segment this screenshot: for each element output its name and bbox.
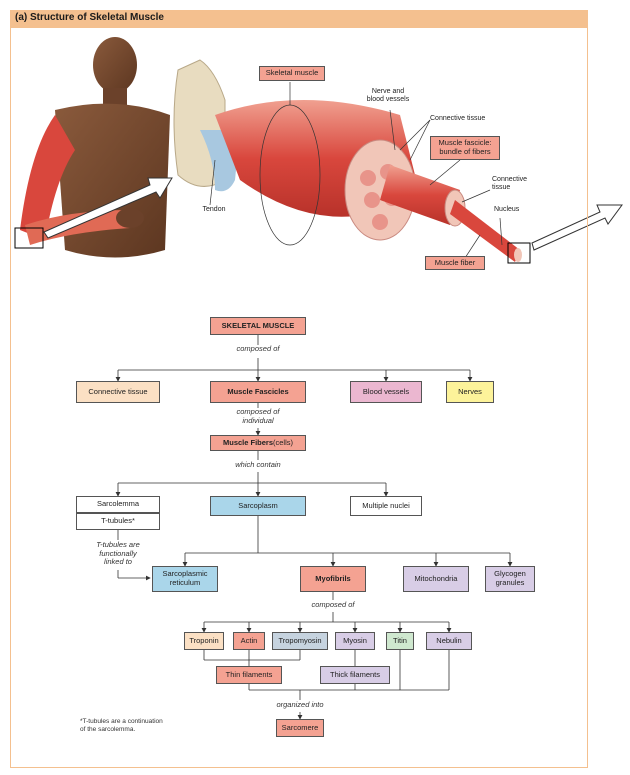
node-sarcoplasmic-reticulum: Sarcoplasmic reticulum (152, 566, 218, 592)
node-sarcoplasm: Sarcoplasm (210, 496, 306, 516)
node-connective-tissue: Connective tissue (76, 381, 160, 403)
text-composed-of-individual: composed of individual (236, 407, 280, 425)
node-myofibrils: Myofibrils (300, 566, 366, 592)
arm-callout-box (14, 227, 44, 249)
label-connective-tissue-1: Connective tissue (430, 115, 486, 122)
node-blood-vessels: Blood vessels (350, 381, 422, 403)
node-t-tubules: T-tubules* (76, 513, 160, 530)
label-nucleus: Nucleus (494, 206, 520, 213)
node-sarcolemma: Sarcolemma (76, 496, 160, 513)
node-thin-filaments: Thin filaments (216, 666, 282, 684)
text-composed-of-2: composed of (311, 600, 355, 609)
muscle-illustration (14, 37, 623, 264)
label-nerve-vessels: Nerve and blood vessels (366, 88, 410, 104)
node-titin: Titin (386, 632, 414, 650)
text-organized-into: organized into (276, 700, 324, 709)
node-nerves: Nerves (446, 381, 494, 403)
footnote: *T-tubules are a continuation of the sar… (80, 718, 163, 733)
node-nebulin: Nebulin (426, 632, 472, 650)
node-mitochondria: Mitochondria (403, 566, 469, 592)
label-muscle-fiber: Muscle fiber (425, 256, 485, 270)
zoom-arrow (43, 177, 173, 239)
node-skeletal-muscle: SKELETAL MUSCLE (210, 317, 306, 335)
label-skeletal-muscle: Skeletal muscle (259, 66, 325, 81)
node-sarcomere: Sarcomere (276, 719, 324, 737)
node-thick-filaments: Thick filaments (320, 666, 390, 684)
fiber-arrow (531, 204, 623, 251)
figure-header: (a) Structure of Skeletal Muscle (10, 10, 588, 28)
node-tropomyosin: Tropomyosin (272, 632, 328, 650)
node-myosin: Myosin (335, 632, 375, 650)
muscle-fibers-label: Muscle Fibers (222, 437, 274, 447)
figure-title: (a) Structure of Skeletal Muscle (15, 12, 164, 23)
fiber-callout-box (507, 242, 531, 264)
label-connective-tissue-2: Connective tissue (492, 176, 528, 192)
muscle-fibers-cells: (cells) (273, 437, 294, 447)
node-troponin: Troponin (184, 632, 224, 650)
text-which-contain: which contain (235, 460, 281, 469)
node-actin: Actin (233, 632, 265, 650)
node-muscle-fascicles: Muscle Fascicles (210, 381, 306, 403)
node-muscle-fibers: Muscle Fibers (cells) (210, 435, 306, 451)
node-glycogen-granules: Glycogen granules (485, 566, 535, 592)
label-muscle-fascicle: Muscle fascicle: bundle of fibers (430, 136, 500, 160)
text-t-tubule-link: T-tubules are functionally linked to (96, 540, 140, 567)
node-multiple-nuclei: Multiple nuclei (350, 496, 422, 516)
text-composed-of: composed of (236, 344, 280, 353)
label-tendon: Tendon (202, 206, 226, 213)
